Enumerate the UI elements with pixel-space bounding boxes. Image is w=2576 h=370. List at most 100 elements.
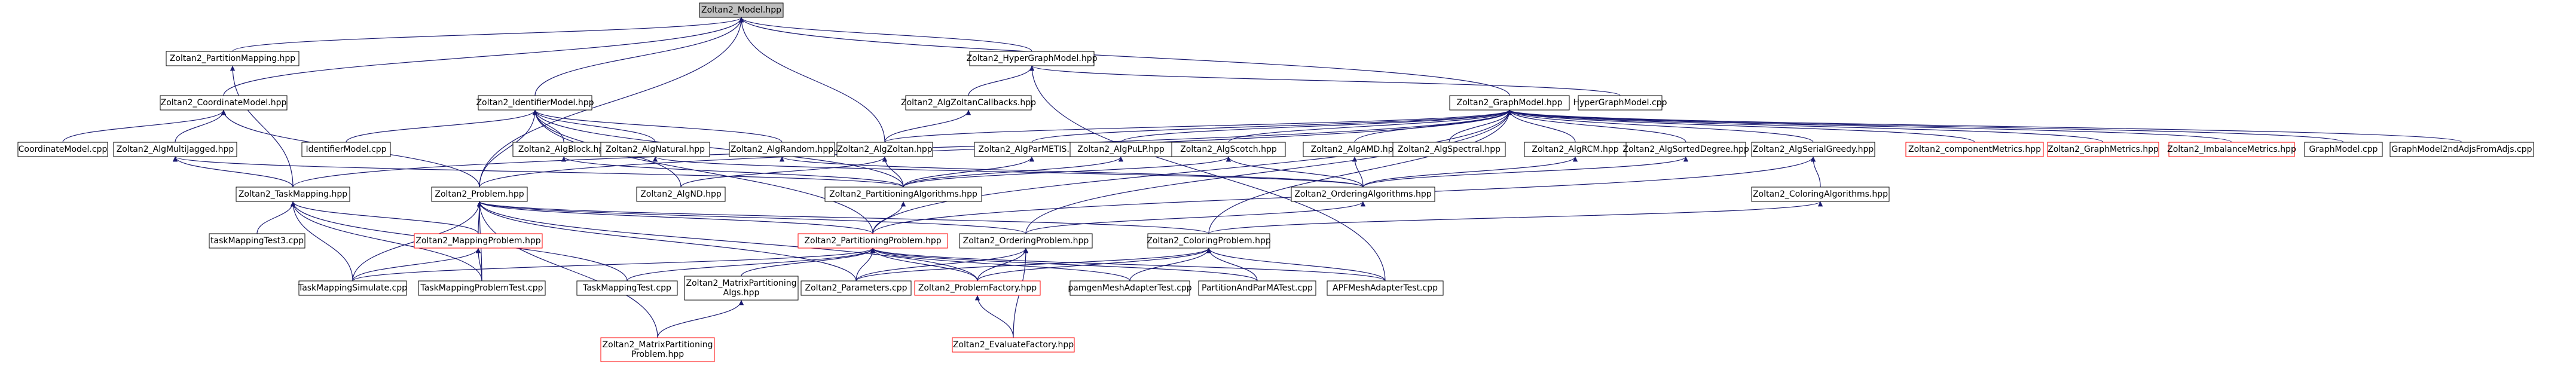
node-label: Zoltan2_AlgNatural.hpp bbox=[606, 145, 705, 154]
edge-parameters-to-colorproblem bbox=[855, 247, 1212, 282]
node-label: Zoltan2_HyperGraphModel.hpp bbox=[966, 54, 1097, 63]
node-problemfactory[interactable]: Zoltan2_ProblemFactory.hpp bbox=[914, 280, 1041, 296]
edge-apftest-to-hypergraph bbox=[1029, 65, 1386, 282]
node-idcpp[interactable]: IdentifierModel.cpp bbox=[301, 142, 391, 157]
edge-layer bbox=[62, 17, 2462, 338]
edge-orderalgs-to-algsorteddeg bbox=[1362, 156, 1689, 188]
node-algpulp[interactable]: Zoltan2_AlgPuLP.hpp bbox=[1069, 142, 1172, 157]
node-alggreedy[interactable]: Zoltan2_AlgSerialGreedy.hpp bbox=[1751, 142, 1875, 157]
node-coloralgs[interactable]: Zoltan2_ColoringAlgorithms.hpp bbox=[1751, 186, 1890, 202]
node-coordcpp[interactable]: CoordinateModel.cpp bbox=[17, 142, 108, 157]
node-orderalgs[interactable]: Zoltan2_OrderingAlgorithms.hpp bbox=[1291, 186, 1435, 202]
edge-tmsimulate-to-taskmapping bbox=[290, 201, 353, 282]
node-zcallbacks[interactable]: Zoltan2_AlgZoltanCallbacks.hpp bbox=[901, 95, 1036, 111]
node-partalgs[interactable]: Zoltan2_PartitioningAlgorithms.hpp bbox=[824, 186, 982, 202]
node-label: Zoltan2_GraphMetrics.hpp bbox=[2048, 145, 2159, 154]
node-algnd[interactable]: Zoltan2_AlgND.hpp bbox=[636, 186, 726, 202]
node-label: APFMeshAdapterTest.cpp bbox=[1333, 283, 1438, 293]
edge-zcallbacks-to-hypergraph bbox=[968, 65, 1035, 96]
node-box bbox=[236, 186, 350, 202]
node-algamd[interactable]: Zoltan2_AlgAMD.hpp bbox=[1303, 142, 1407, 157]
edge-apftest-to-partproblem bbox=[870, 247, 1386, 282]
node-label: TaskMappingSimulate.cpp bbox=[298, 283, 407, 293]
node-label: pamgenMeshAdapterTest.cpp bbox=[1068, 283, 1191, 293]
node-partproblem[interactable]: Zoltan2_PartitioningProblem.hpp bbox=[797, 233, 948, 249]
node-algspectral[interactable]: Zoltan2_AlgSpectral.hpp bbox=[1392, 142, 1506, 157]
node-box bbox=[1392, 142, 1506, 157]
edge-tmproblemtest-to-taskmapping bbox=[290, 201, 482, 282]
node-algblock[interactable]: Zoltan2_AlgBlock.hpp bbox=[512, 142, 615, 157]
node-tmsimulate[interactable]: TaskMappingSimulate.cpp bbox=[298, 280, 407, 296]
node-partmap[interactable]: Zoltan2_PartitionMapping.hpp bbox=[166, 51, 300, 66]
node-taskmapping[interactable]: Zoltan2_TaskMapping.hpp bbox=[236, 186, 350, 202]
edge-taskmapping-to-partmap bbox=[230, 65, 294, 188]
edge-problemfactory-to-partproblem bbox=[870, 247, 978, 282]
node-hgcpp[interactable]: HyperGraphModel.cpp bbox=[1573, 95, 1667, 111]
node-label: Zoltan2_AlgRCM.hpp bbox=[1532, 145, 1618, 154]
node-graphmetrics[interactable]: Zoltan2_GraphMetrics.hpp bbox=[2047, 142, 2159, 157]
node-box bbox=[600, 337, 715, 362]
node-gm2ndcpp[interactable]: GraphModel2ndAdjsFromAdjs.cpp bbox=[2389, 142, 2534, 157]
node-box bbox=[2304, 142, 2383, 157]
node-box bbox=[1171, 142, 1286, 157]
node-algsorteddeg[interactable]: Zoltan2_AlgSortedDegree.hpp bbox=[1622, 142, 1749, 157]
edge-graphmodel-to-model bbox=[738, 17, 1510, 96]
node-box bbox=[1905, 142, 2044, 157]
node-coordmodel[interactable]: Zoltan2_CoordinateModel.hpp bbox=[160, 95, 288, 111]
node-graphmodel[interactable]: Zoltan2_GraphModel.hpp bbox=[1449, 95, 1570, 111]
node-pamgen[interactable]: pamgenMeshAdapterTest.cpp bbox=[1068, 280, 1192, 296]
node-box bbox=[301, 142, 391, 157]
node-orderproblem[interactable]: Zoltan2_OrderingProblem.hpp bbox=[959, 233, 1093, 249]
node-idmodel[interactable]: Zoltan2_IdentifierModel.hpp bbox=[476, 95, 594, 111]
node-apftest[interactable]: APFMeshAdapterTest.cpp bbox=[1327, 280, 1444, 296]
node-box bbox=[209, 233, 305, 249]
node-imbmetrics[interactable]: Zoltan2_ImbalanceMetrics.hpp bbox=[2167, 142, 2296, 157]
node-label: Zoltan2_AlgRandom.hpp bbox=[731, 145, 833, 154]
node-evalfactory[interactable]: Zoltan2_EvaluateFactory.hpp bbox=[952, 337, 1075, 353]
node-label: Zoltan2_componentMetrics.hpp bbox=[1908, 145, 2041, 154]
edge-orderproblem-to-graphmodel bbox=[1025, 109, 1512, 234]
node-compmetrics[interactable]: Zoltan2_componentMetrics.hpp bbox=[1905, 142, 2044, 157]
edge-graphmetrics-to-graphmodel bbox=[1507, 109, 2104, 143]
node-algnatural[interactable]: Zoltan2_AlgNatural.hpp bbox=[600, 142, 710, 157]
edge-multijag-to-coordmodel bbox=[175, 109, 227, 143]
node-algscotch[interactable]: Zoltan2_AlgScotch.hpp bbox=[1171, 142, 1286, 157]
edge-partalgs-to-algscotch bbox=[903, 156, 1232, 188]
edge-colorproblem-to-problem bbox=[477, 201, 1209, 234]
node-label: GraphModel2ndAdjsFromAdjs.cpp bbox=[2391, 145, 2532, 154]
edge-parmatest-to-partproblem bbox=[870, 247, 1258, 282]
node-tmproblemtest[interactable]: TaskMappingProblemTest.cpp bbox=[418, 280, 546, 296]
node-gmcpp[interactable]: GraphModel.cpp bbox=[2304, 142, 2383, 157]
node-multijag[interactable]: Zoltan2_AlgMultiJagged.hpp bbox=[113, 142, 237, 157]
edge-hgcpp-to-hypergraph bbox=[1029, 65, 1621, 96]
node-label: Zoltan2_AlgMultiJagged.hpp bbox=[117, 145, 234, 154]
node-label: CoordinateModel.cpp bbox=[19, 145, 108, 154]
node-box bbox=[418, 280, 546, 296]
node-algrcm[interactable]: Zoltan2_AlgRCM.hpp bbox=[1524, 142, 1627, 157]
edge-matrixalgs-to-partproblem bbox=[741, 247, 876, 277]
edge-algpulp-to-graphmodel bbox=[1120, 109, 1512, 143]
node-box bbox=[1291, 186, 1435, 202]
edge-gm2ndcpp-to-graphmodel bbox=[1507, 109, 2462, 143]
edge-partproblem-to-graphmodel bbox=[872, 109, 1512, 234]
node-label: Zoltan2_Parameters.cpp bbox=[805, 283, 907, 293]
node-box bbox=[2047, 142, 2159, 157]
node-hypergraph[interactable]: Zoltan2_HyperGraphModel.hpp bbox=[966, 51, 1098, 66]
node-parameters[interactable]: Zoltan2_Parameters.cpp bbox=[800, 280, 912, 296]
node-problem[interactable]: Zoltan2_Problem.hpp bbox=[431, 186, 528, 202]
edge-taskmapping-to-multijag bbox=[172, 156, 294, 188]
node-mapproblem[interactable]: Zoltan2_MappingProblem.hpp bbox=[414, 233, 543, 249]
node-colorproblem[interactable]: Zoltan2_ColoringProblem.hpp bbox=[1147, 233, 1271, 249]
node-label: Zoltan2_AlgPuLP.hpp bbox=[1077, 145, 1165, 154]
edge-orderalgs-to-algrcm bbox=[1362, 156, 1578, 188]
node-label: Zoltan2_OrderingProblem.hpp bbox=[963, 236, 1089, 246]
node-label: Zoltan2_Model.hpp bbox=[701, 5, 781, 15]
node-algzoltan[interactable]: Zoltan2_AlgZoltan.hpp bbox=[836, 142, 933, 157]
node-tmtest3[interactable]: taskMappingTest3.cpp bbox=[209, 233, 305, 249]
node-algrandom[interactable]: Zoltan2_AlgRandom.hpp bbox=[729, 142, 835, 157]
node-parmatest[interactable]: PartitionAndParMATest.cpp bbox=[1198, 280, 1316, 296]
node-tmtest[interactable]: TaskMappingTest.cpp bbox=[576, 280, 678, 296]
